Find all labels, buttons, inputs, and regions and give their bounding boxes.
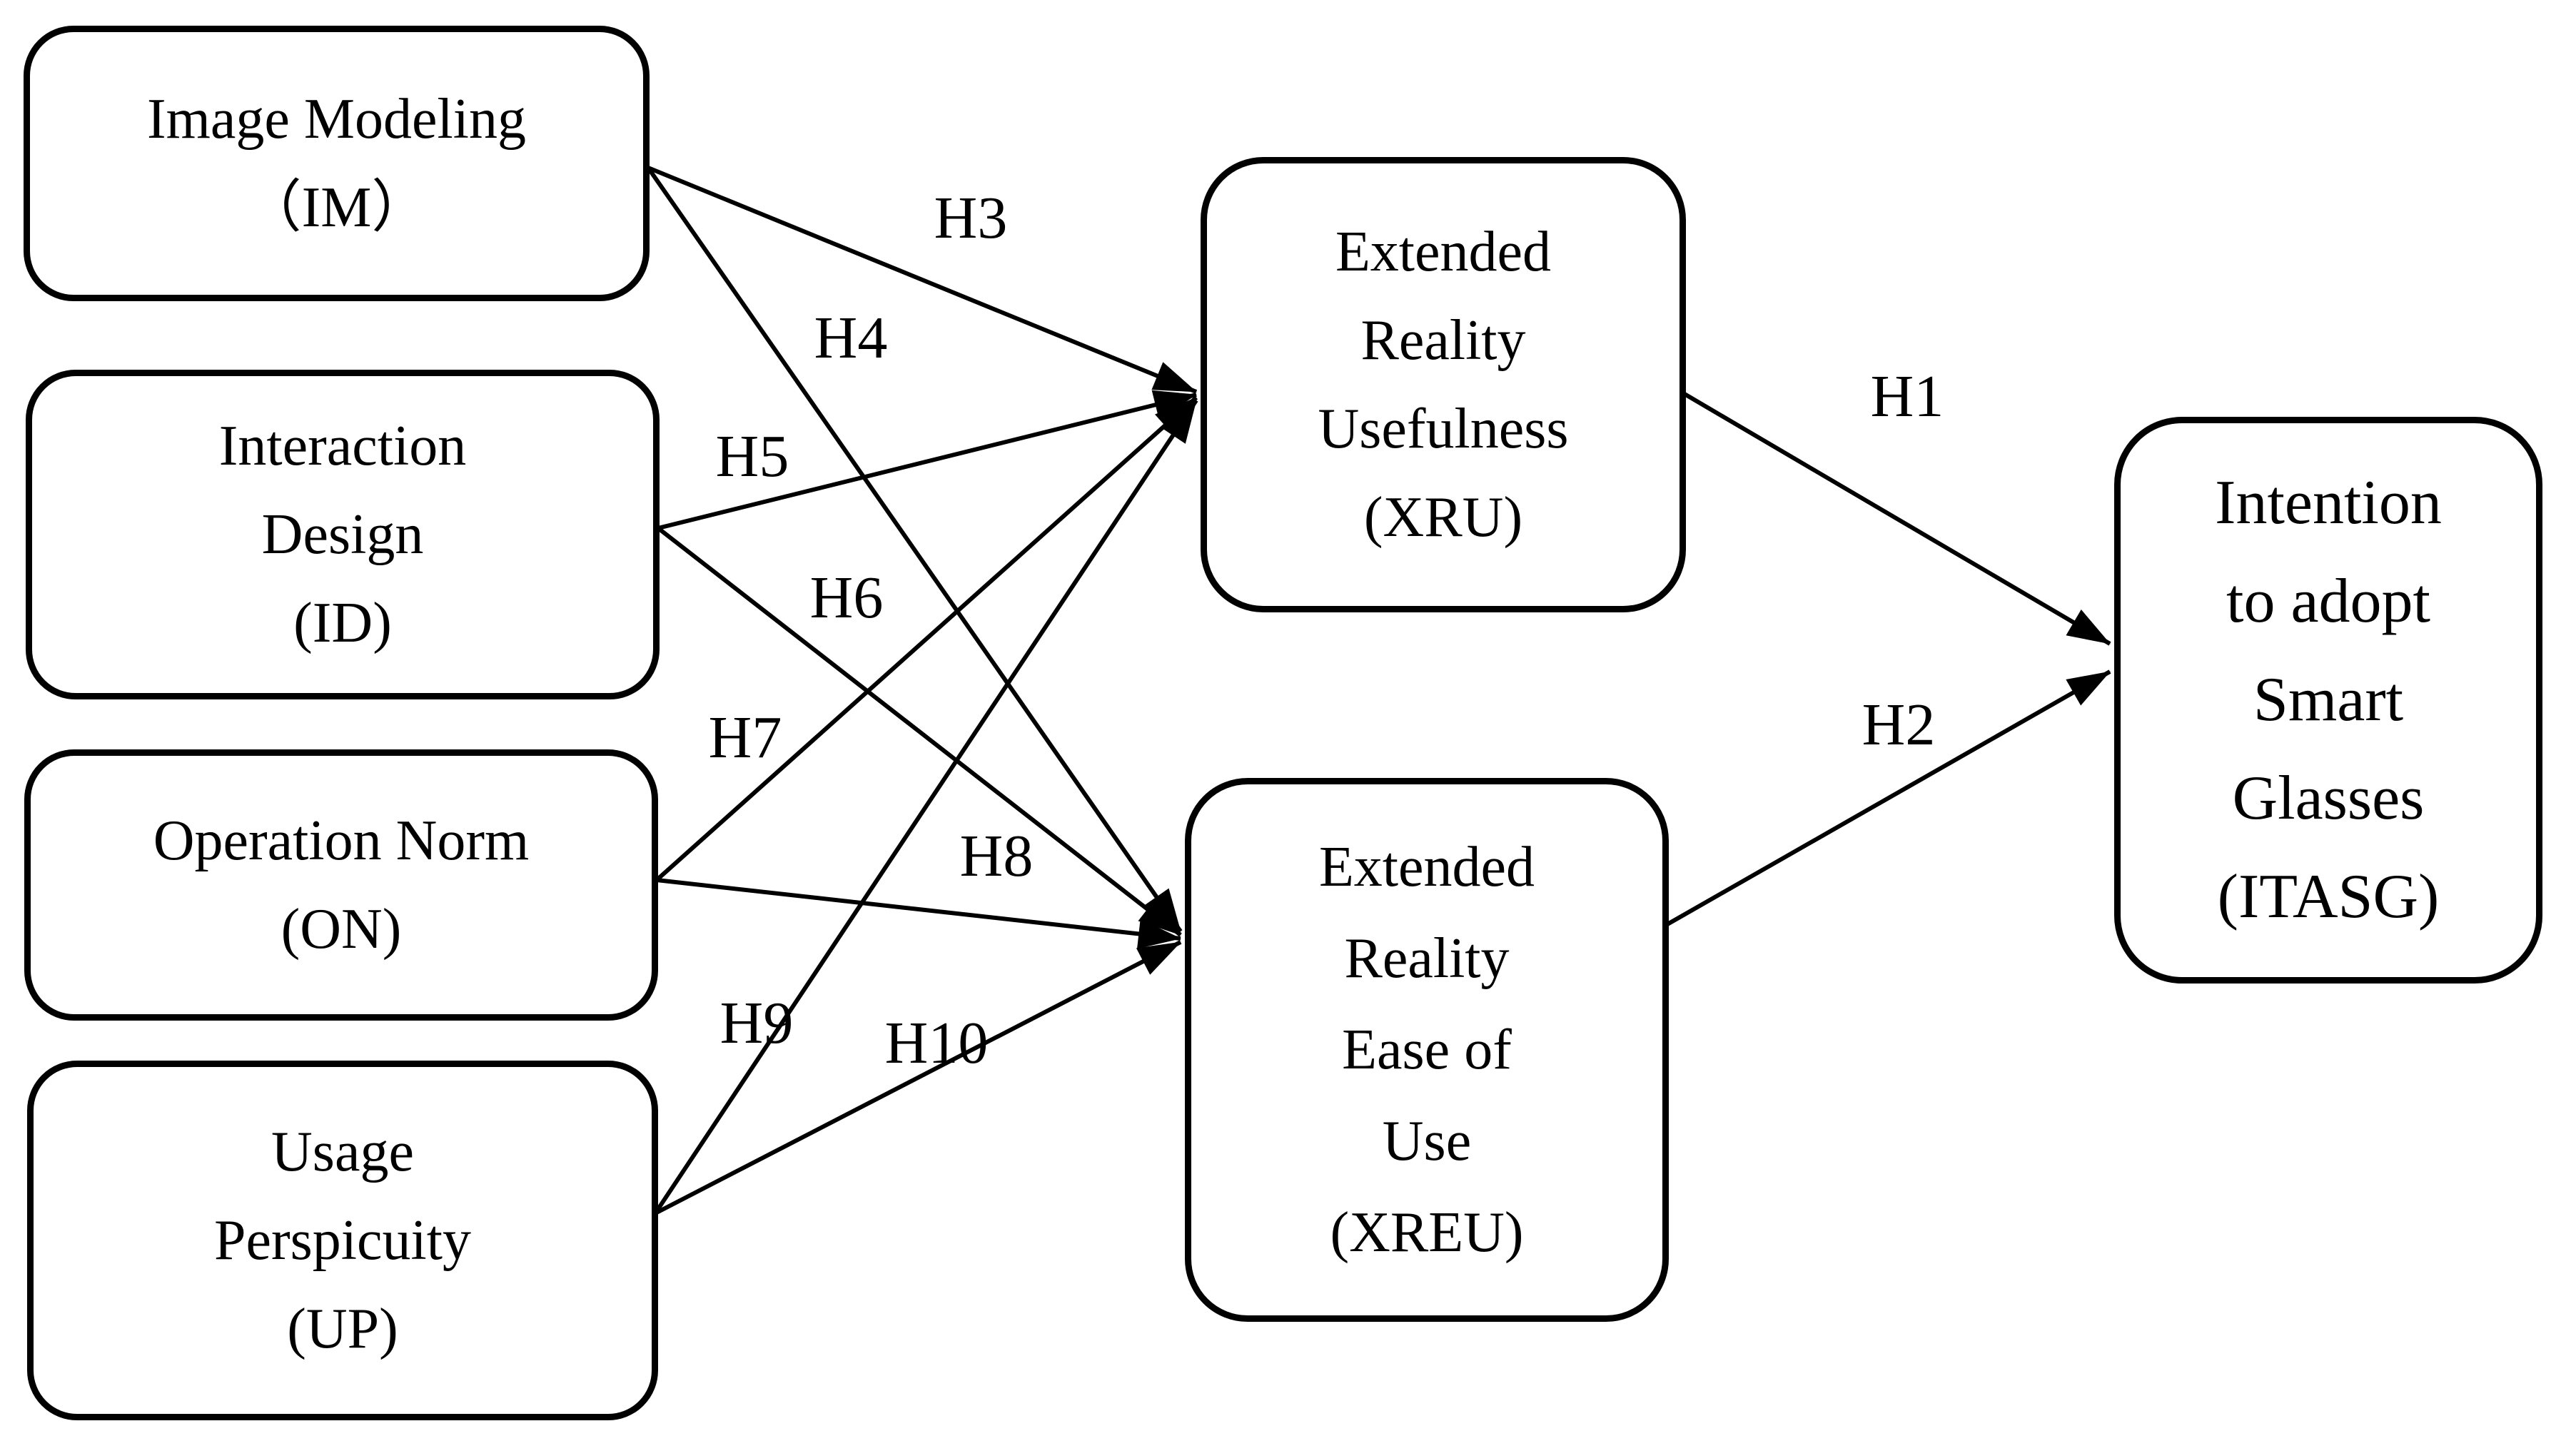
edge-label-h3: H3	[934, 185, 1008, 251]
node-xreu-abbr: (XREU)	[1330, 1201, 1524, 1264]
edge-h3-line	[647, 166, 1198, 394]
edge-h7-line	[655, 395, 1198, 882]
node-extended-reality-ease-of-use: Extended Reality Ease of Use (XREU)	[1185, 778, 1669, 1322]
node-xreu-line: Ease of	[1342, 1018, 1512, 1081]
edge-label-h10: H10	[884, 1010, 989, 1076]
node-xreu-line: Extended	[1318, 836, 1535, 899]
node-operation-norm-line: Operation Norm	[153, 809, 530, 872]
edge-label-h6: H6	[809, 565, 884, 631]
node-extended-reality-usefulness: Extended Reality Usefulness (XRU)	[1201, 157, 1686, 612]
node-itasg-line: Smart	[2253, 664, 2404, 734]
edge-h9-line	[653, 399, 1198, 1215]
edge-label-h2: H2	[1862, 692, 1936, 758]
node-operation-norm: Operation Norm (ON)	[24, 749, 658, 1021]
edge-label-h1: H1	[1870, 363, 1944, 430]
node-interaction-design-line: Interaction	[218, 415, 467, 477]
node-usage-perspicuity: Usage Perspicuity (UP)	[27, 1061, 658, 1420]
node-xreu-line: Reality	[1344, 927, 1510, 990]
node-interaction-design-line: Design	[261, 503, 424, 566]
node-usage-perspicuity-line: Usage	[271, 1121, 414, 1183]
node-usage-perspicuity-line: Perspicuity	[214, 1209, 471, 1272]
edge-label-h9: H9	[719, 990, 794, 1056]
node-xru-abbr: (XRU)	[1363, 486, 1523, 549]
edge-h1-line	[1683, 392, 2111, 646]
edge-h8-line	[656, 878, 1181, 949]
node-xru-line: Extended	[1335, 221, 1552, 283]
edge-h2-line	[1666, 669, 2111, 926]
node-image-modeling: Image Modeling （IM）	[24, 26, 650, 301]
edge-label-h4: H4	[814, 305, 888, 371]
node-itasg-line: Intention	[2215, 467, 2442, 537]
node-xru-line: Usefulness	[1318, 398, 1569, 460]
edge-h6-line	[657, 526, 1182, 937]
node-itasg-line: Glasses	[2232, 764, 2425, 834]
node-usage-perspicuity-abbr: (UP)	[287, 1298, 398, 1360]
edge-label-h7: H7	[708, 704, 782, 771]
edge-label-h8: H8	[959, 823, 1034, 889]
node-itasg-line: to adopt	[2226, 566, 2430, 636]
edge-h5-line	[657, 390, 1197, 530]
node-interaction-design: Interaction Design (ID)	[26, 370, 660, 699]
node-image-modeling-abbr: （IM）	[244, 176, 429, 239]
edge-h10-line	[654, 940, 1182, 1215]
node-interaction-design-abbr: (ID)	[293, 592, 392, 654]
node-xreu-line: Use	[1382, 1110, 1472, 1173]
node-itasg-abbr: (ITASG)	[2217, 862, 2440, 932]
node-image-modeling-line: Image Modeling	[147, 88, 526, 151]
edge-h4-line	[646, 166, 1183, 933]
node-operation-norm-abbr: (ON)	[281, 898, 402, 961]
node-intention-to-adopt-smart-glasses: Intention to adopt Smart Glasses (ITASG)	[2114, 417, 2542, 984]
edge-label-h5: H5	[715, 423, 789, 490]
node-xru-line: Reality	[1360, 309, 1526, 372]
